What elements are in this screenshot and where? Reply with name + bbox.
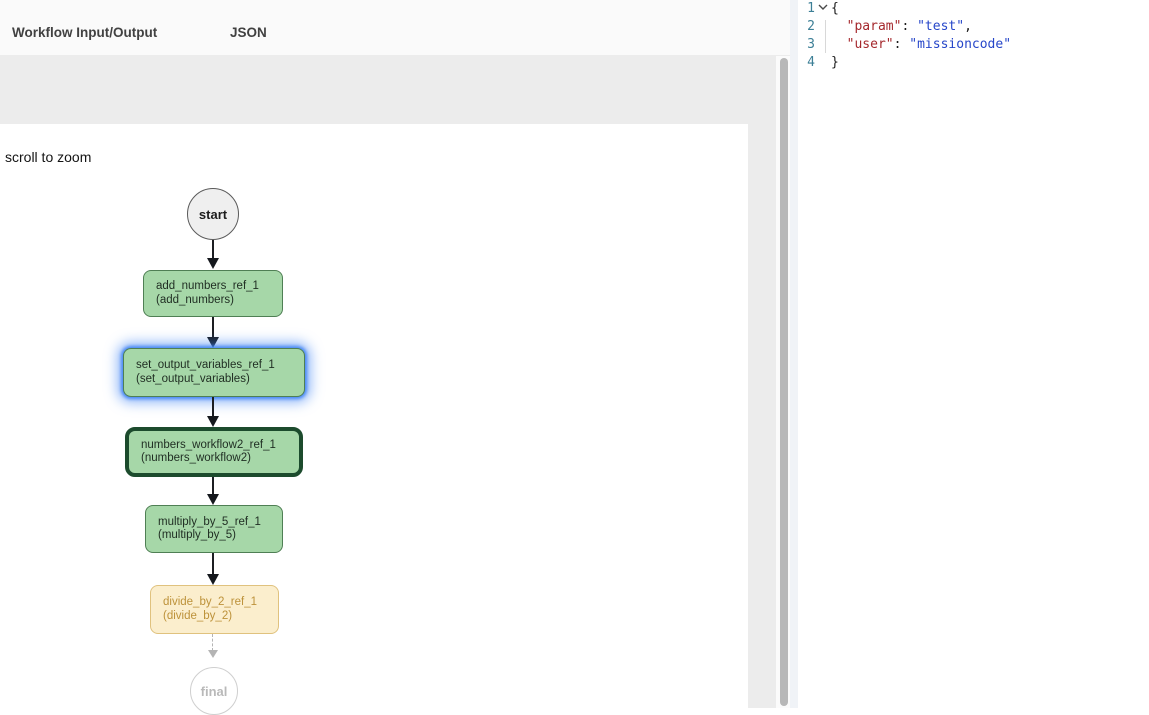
pane-header: Workflow Input/Output JSON [0,0,790,55]
edge [212,240,214,259]
start-node-label: start [198,206,228,222]
node-multiply-by-5[interactable]: multiply_by_5_ref_1 (multiply_by_5) [145,505,283,553]
fold-chevron-icon [818,4,828,10]
edge-arrowhead [207,494,219,505]
fold-widget [815,36,831,54]
edge-arrowhead [207,337,219,348]
code-text: "user": "missioncode" [846,37,1012,52]
node-title: multiply_by_5_ref_1 [158,515,261,528]
edge [212,317,214,338]
node-subtitle: (set_output_variables) [136,372,250,385]
node-title: add_numbers_ref_1 [156,280,259,292]
edge-arrowhead [207,574,219,585]
final-node-label: final [200,683,228,699]
scrollbar-thumb[interactable] [780,58,788,706]
line-number: 4 [807,55,815,70]
edge-dashed [212,634,213,651]
fold-widget [815,54,831,72]
tab-json[interactable]: JSON [230,25,267,40]
edge [212,397,214,417]
code-text: { [831,1,839,16]
node-subtitle: (multiply_by_5) [158,529,236,541]
node-title: numbers_workflow2_ref_1 [141,438,276,451]
line-number: 1 [807,1,815,16]
vertical-scrollbar[interactable] [776,56,790,708]
json-editor[interactable]: 1 { 2 "param": "test", 3 "user": "missio… [798,0,1149,708]
node-subtitle: (numbers_workflow2) [141,452,251,464]
editor-line[interactable]: 4 } [798,54,1149,72]
line-number: 2 [807,19,815,34]
edge [212,477,214,495]
edge [212,553,214,575]
node-set-output-variables[interactable]: set_output_variables_ref_1 (set_output_v… [123,348,305,397]
zoom-hint-label: scroll to zoom [5,149,92,165]
editor-line[interactable]: 1 { [798,0,1149,18]
node-title: divide_by_2_ref_1 [163,596,257,608]
node-subtitle: (divide_by_2) [163,609,233,622]
editor-line[interactable]: 3 "user": "missioncode" [798,36,1149,54]
workflow-canvas[interactable]: scroll to zoom start add_numbers_ref_1 (… [0,124,748,715]
json-key: "user" [846,37,894,52]
fold-guide-line [825,20,826,53]
json-value: "missioncode" [909,37,1012,52]
node-add-numbers[interactable]: add_numbers_ref_1 (add_numbers) [143,270,283,317]
json-key: "param" [846,19,902,34]
node-divide-by-2[interactable]: divide_by_2_ref_1 (divide_by_2) [150,585,279,634]
editor-line[interactable]: 2 "param": "test", [798,18,1149,36]
tab-workflow-input-output[interactable]: Workflow Input/Output [12,25,158,40]
final-node[interactable]: final [190,667,238,715]
pane-splitter[interactable] [790,0,798,708]
code-text: } [831,55,839,70]
node-numbers-workflow2[interactable]: numbers_workflow2_ref_1 (numbers_workflo… [125,427,303,477]
workflow-pane: Workflow Input/Output JSON scroll to zoo… [0,0,790,715]
edge-arrowhead [207,258,219,269]
json-value: "test" [917,19,965,34]
code-text: "param": "test", [846,19,972,34]
fold-widget[interactable] [815,0,831,18]
edge-arrowhead [208,650,218,658]
line-number: 3 [807,37,815,52]
start-node[interactable]: start [187,188,239,240]
node-title: set_output_variables_ref_1 [136,359,275,371]
node-subtitle: (add_numbers) [156,293,234,306]
edge-arrowhead [207,416,219,427]
fold-widget [815,18,831,36]
